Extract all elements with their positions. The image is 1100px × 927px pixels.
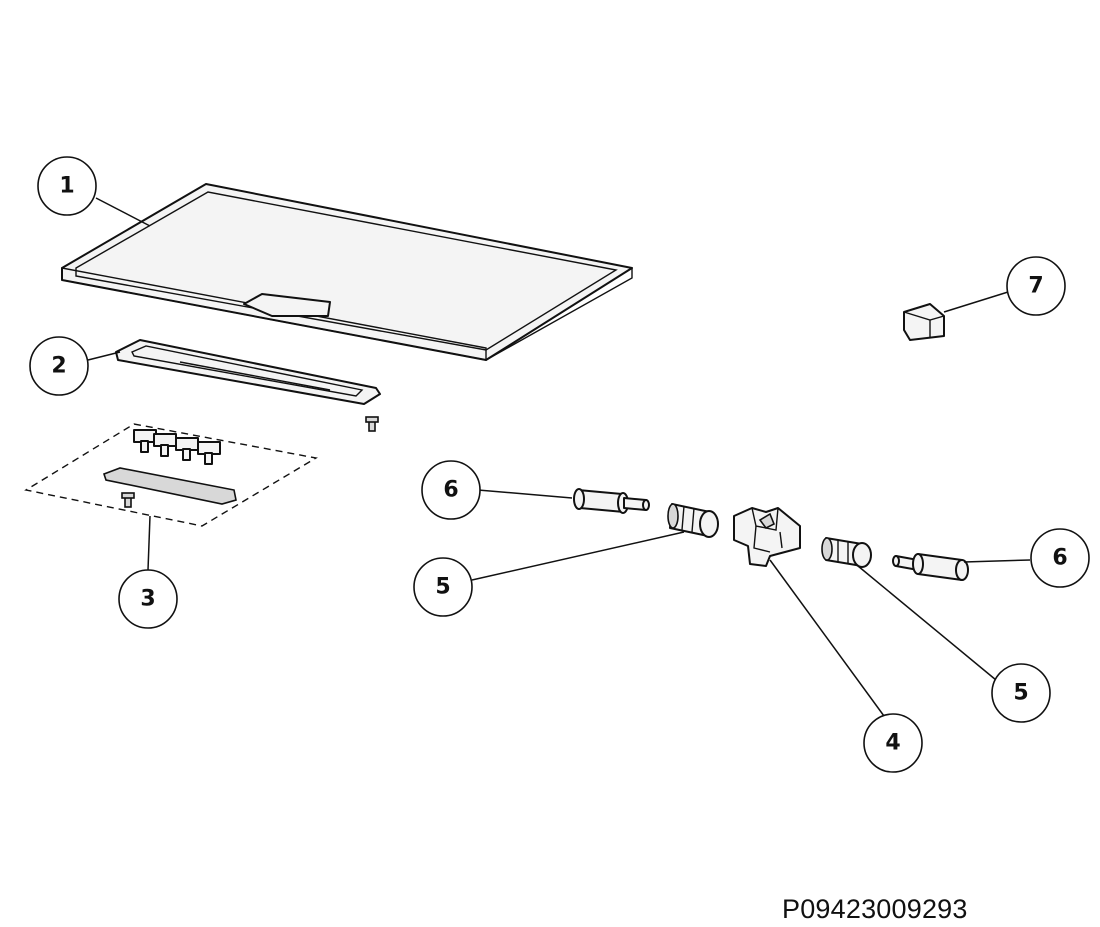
svg-text:5: 5 <box>435 575 450 600</box>
part-4-hinge-bracket <box>733 507 801 567</box>
part-5-bushing-left <box>667 503 719 538</box>
svg-text:5: 5 <box>1013 681 1028 706</box>
part-5-bushing-right <box>821 537 872 568</box>
svg-text:6: 6 <box>1052 546 1067 571</box>
callout-4: 4 <box>863 713 923 773</box>
svg-text:7: 7 <box>1028 274 1043 299</box>
part-6-shaft-left <box>573 488 650 514</box>
callout-6-left: 6 <box>421 460 481 520</box>
document-code: P09423009293 <box>782 894 968 924</box>
leader-lines <box>87 197 1031 717</box>
part-7-clip <box>903 303 945 341</box>
svg-text:2: 2 <box>51 354 66 379</box>
callout-1: 1 <box>37 156 97 216</box>
callout-5-left: 5 <box>413 557 473 617</box>
part-3-button-kit <box>24 423 318 527</box>
part-2-panel <box>115 339 381 405</box>
svg-text:6: 6 <box>443 478 458 503</box>
screw-icon <box>121 492 135 508</box>
svg-text:1: 1 <box>59 174 74 199</box>
callout-5-right: 5 <box>991 663 1051 723</box>
callout-7: 7 <box>1006 256 1066 316</box>
svg-text:4: 4 <box>885 731 900 756</box>
callout-2: 2 <box>29 336 89 396</box>
callout-6-right: 6 <box>1030 528 1090 588</box>
callout-3: 3 <box>118 569 178 629</box>
part-1-frame <box>61 183 633 361</box>
part-6-shaft-right <box>892 553 969 581</box>
screw-icon <box>365 416 379 432</box>
button-cap-icon <box>133 429 221 465</box>
svg-text:3: 3 <box>140 587 155 612</box>
